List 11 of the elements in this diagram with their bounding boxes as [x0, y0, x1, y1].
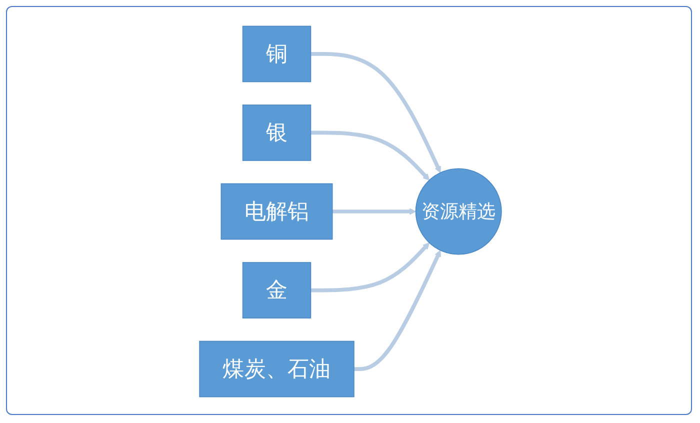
- node-box: 煤炭、石油: [198, 340, 354, 398]
- node-circle: 资源精选: [414, 168, 502, 255]
- node-box: 金: [242, 262, 311, 318]
- arrow: [310, 52, 440, 173]
- arrow: [353, 250, 440, 371]
- arrow: [310, 130, 430, 181]
- node-box: 铜: [242, 26, 311, 82]
- node-box: 银: [242, 104, 311, 161]
- arrow: [310, 242, 430, 292]
- arrow: [332, 208, 416, 215]
- node-box: 电解铝: [220, 183, 332, 240]
